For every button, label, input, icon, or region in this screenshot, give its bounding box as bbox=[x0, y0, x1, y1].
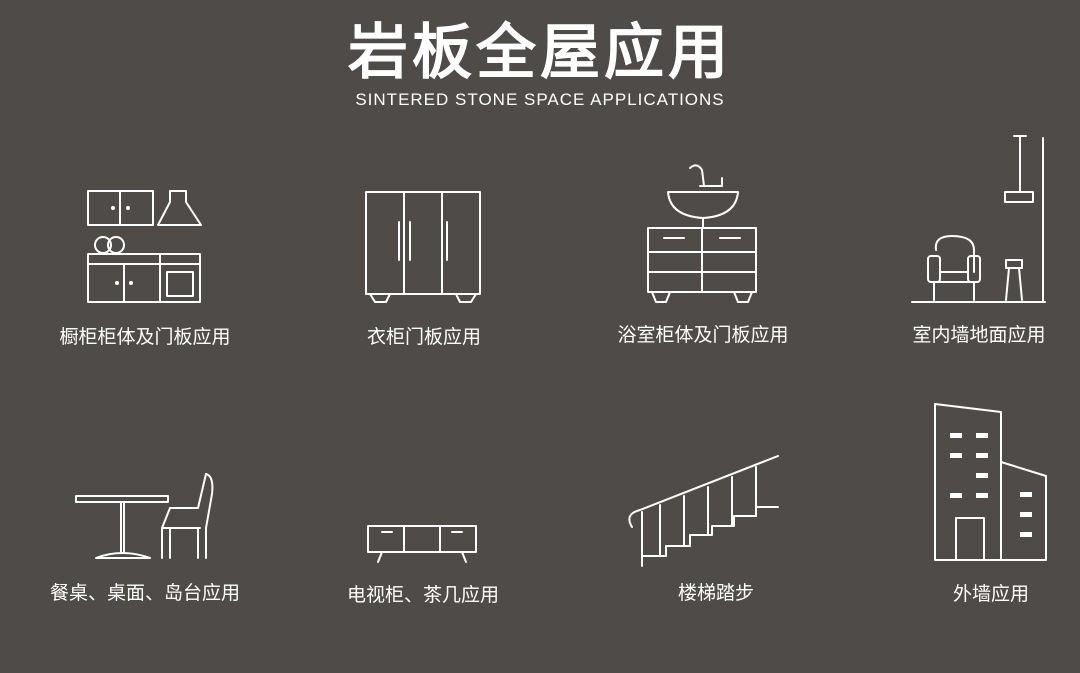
building-exterior-icon bbox=[934, 403, 1047, 561]
item-label-interior: 室内墙地面应用 bbox=[912, 324, 1046, 346]
item-label-stairs: 楼梯踏步 bbox=[677, 582, 755, 604]
dining-table-icon bbox=[75, 473, 214, 559]
item-label-exterior: 外墙应用 bbox=[952, 583, 1030, 605]
item-label-wardrobe: 衣柜门板应用 bbox=[366, 326, 482, 348]
item-label-tv-cabinet: 电视柜、茶几应用 bbox=[346, 584, 500, 606]
bathroom-vanity-icon bbox=[647, 164, 757, 303]
tv-cabinet-icon bbox=[367, 525, 477, 563]
interior-wall-floor-icon bbox=[911, 135, 1046, 303]
page-subtitle: SINTERED STONE SPACE APPLICATIONS bbox=[355, 90, 725, 109]
staircase-icon bbox=[628, 455, 779, 567]
item-label-kitchen: 橱柜柜体及门板应用 bbox=[59, 326, 231, 348]
kitchen-cabinet-icon bbox=[87, 190, 202, 303]
item-label-bathroom: 浴室柜体及门板应用 bbox=[617, 324, 789, 346]
page-title: 岩板全屋应用 bbox=[348, 18, 732, 88]
item-label-dining: 餐桌、桌面、岛台应用 bbox=[49, 582, 241, 604]
wardrobe-icon bbox=[365, 191, 481, 303]
